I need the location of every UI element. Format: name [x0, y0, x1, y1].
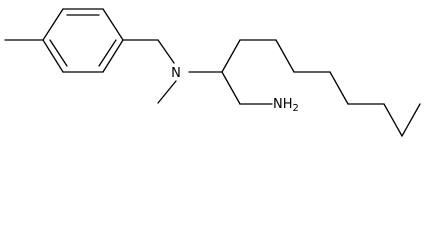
- bond-ring-6: [42, 8, 64, 41]
- amine-subscript-text: 2: [293, 103, 299, 114]
- bond-ch-ch2: [221, 71, 241, 105]
- bond-ring-5: [42, 39, 64, 73]
- amine-label: NH2: [273, 97, 299, 114]
- chemical-structure-diagram: N NH2: [4, 8, 421, 137]
- bond-ch2-n: [157, 39, 175, 64]
- bond-n-methyl: [157, 80, 177, 104]
- bond-chain-8: [401, 103, 421, 137]
- bond-chain-7: [383, 103, 403, 137]
- bond-chain-1: [221, 39, 241, 73]
- bond-ring-double-left: [49, 39, 68, 67]
- bond-ring-3: [102, 39, 124, 73]
- benzene-ring: [42, 8, 124, 73]
- nitrogen-label: N: [171, 66, 181, 81]
- bond-chain-3: [275, 39, 295, 73]
- bond-chain-5: [329, 71, 349, 105]
- bond-ring-2: [102, 8, 124, 41]
- bond-ring-double-right: [98, 39, 117, 67]
- amine-nh-text: NH: [273, 97, 293, 112]
